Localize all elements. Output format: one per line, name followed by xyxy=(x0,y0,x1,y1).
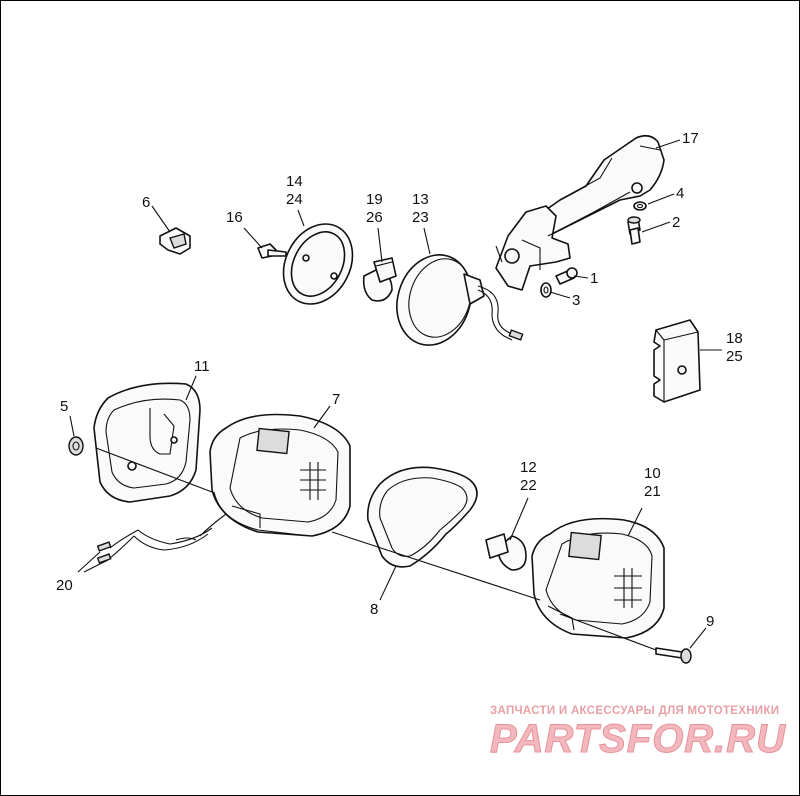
callout-18: 18 xyxy=(726,330,743,347)
part-17-mounting-bracket xyxy=(495,134,665,291)
part-8-gasket xyxy=(366,466,478,568)
watermark: ЗАПЧАСТИ И АКСЕССУАРЫ ДЛЯ МОТОТЕХНИКИ PA… xyxy=(490,705,786,762)
callout-19: 19 xyxy=(366,191,383,208)
callout-24: 24 xyxy=(286,191,303,208)
part-4-washer xyxy=(633,201,647,211)
callout-1: 1 xyxy=(590,270,598,287)
part-18-plate xyxy=(653,319,701,403)
leader-lines xyxy=(69,139,722,651)
part-1-screw xyxy=(555,267,578,285)
part-20-wire-leads xyxy=(96,527,213,564)
callout-17: 17 xyxy=(682,130,699,147)
watermark-brand: PARTSFOR.RU xyxy=(490,717,786,761)
part-10-lamp-housing xyxy=(531,517,665,639)
part-6-clip xyxy=(159,227,191,255)
part-11-back-plate xyxy=(93,382,201,503)
part-3-washer xyxy=(540,282,552,298)
callout-26: 26 xyxy=(366,209,383,226)
callout-3: 3 xyxy=(572,292,580,309)
callout-25: 25 xyxy=(726,348,743,365)
callout-14: 14 xyxy=(286,173,303,190)
callout-21: 21 xyxy=(644,483,661,500)
part-14-trim-ring xyxy=(282,223,354,305)
callout-4: 4 xyxy=(676,185,684,202)
callout-22: 22 xyxy=(520,477,537,494)
callout-6: 6 xyxy=(142,194,150,211)
part-2-bolt xyxy=(627,216,641,245)
part-12-bulb xyxy=(485,533,527,571)
callout-7: 7 xyxy=(332,391,340,408)
callout-8: 8 xyxy=(370,601,378,618)
watermark-subtitle: ЗАПЧАСТИ И АКСЕССУАРЫ ДЛЯ МОТОТЕХНИКИ xyxy=(490,705,779,717)
callout-11: 11 xyxy=(194,358,210,375)
part-19-bulb xyxy=(362,257,397,302)
callout-2: 2 xyxy=(672,214,680,231)
part-16-screw xyxy=(257,243,287,259)
callout-5: 5 xyxy=(60,398,68,415)
callout-23: 23 xyxy=(412,209,429,226)
part-13-lens xyxy=(396,254,524,346)
callout-13: 13 xyxy=(412,191,429,208)
part-9-screw xyxy=(655,647,692,664)
callout-16: 16 xyxy=(226,209,243,226)
callout-9: 9 xyxy=(706,613,714,630)
callout-10: 10 xyxy=(644,465,661,482)
callout-20: 20 xyxy=(56,577,73,594)
part-5-nut xyxy=(68,436,84,456)
callout-labels: 17 4 2 1 3 6 16 14 24 19 26 13 23 18 25 … xyxy=(56,130,743,630)
part-7-lamp-housing xyxy=(199,413,351,537)
callout-12: 12 xyxy=(520,459,537,476)
